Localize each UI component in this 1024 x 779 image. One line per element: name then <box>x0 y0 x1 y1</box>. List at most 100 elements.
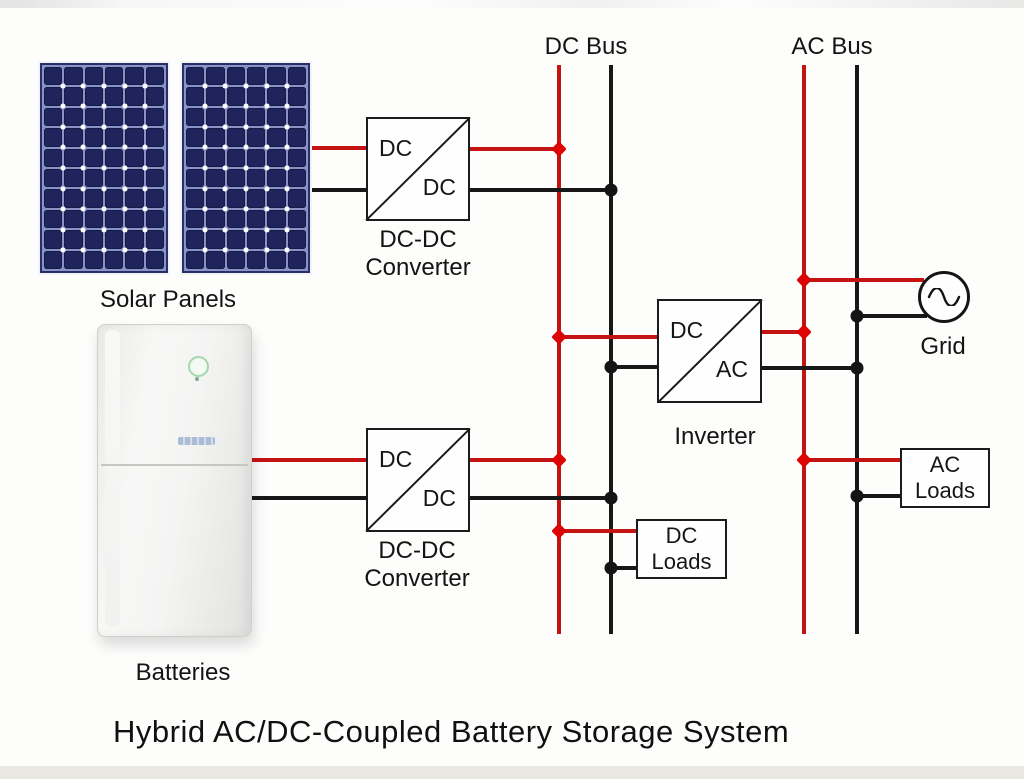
battery-seam <box>101 464 248 466</box>
solar-cell-dot <box>284 165 290 171</box>
solar-cell-dot <box>222 165 228 171</box>
solar-cell-dot <box>202 247 208 253</box>
solar-cell-dot <box>243 144 249 150</box>
converter-input-label: DC <box>379 135 413 161</box>
solar-cell <box>247 230 266 249</box>
solar-cell <box>84 209 103 229</box>
solar-cell-dot <box>101 144 107 150</box>
solar-cell-dot <box>264 247 270 253</box>
solar-cell-dot <box>142 124 148 130</box>
solar-cell-dot <box>122 103 128 109</box>
solar-cell <box>267 67 286 86</box>
solar-cell <box>186 189 205 208</box>
solar-cell <box>145 67 164 86</box>
solar-cell-dot <box>202 227 208 233</box>
converter-output-label: DC <box>422 174 456 200</box>
solar-cell <box>84 189 103 208</box>
junction-dot <box>604 491 618 505</box>
solar-cell <box>64 230 83 249</box>
solar-cell <box>206 128 225 147</box>
inverter-box: DC AC <box>656 298 763 404</box>
solar-cell <box>64 87 83 106</box>
solar-cell <box>267 148 286 167</box>
solar-cell-dot <box>243 247 249 253</box>
solar-cell <box>226 128 245 147</box>
solar-cell-dot <box>264 227 270 233</box>
wire-converter1-negative-out <box>469 188 613 192</box>
solar-cell-dot <box>142 247 148 253</box>
solar-cell <box>125 148 144 167</box>
solar-cell <box>44 107 63 127</box>
battery-led-dot-icon <box>195 377 199 381</box>
solar-cell <box>287 250 306 269</box>
solar-cell <box>145 250 164 269</box>
solar-cell <box>247 189 266 208</box>
solar-cell <box>44 209 63 229</box>
wire-ac-loads-neutral <box>857 494 901 498</box>
solar-cell <box>64 250 83 269</box>
solar-cell-dot <box>222 247 228 253</box>
junction-dot <box>850 361 864 375</box>
solar-cell <box>267 168 286 188</box>
solar-cell <box>64 168 83 188</box>
solar-cell <box>287 107 306 127</box>
solar-cell-dot <box>202 124 208 130</box>
sine-wave-icon <box>927 288 961 306</box>
wire-converter2-negative-out <box>469 496 613 500</box>
junction-dot <box>551 452 567 468</box>
solar-cell-dot <box>284 186 290 192</box>
solar-cell <box>145 209 164 229</box>
solar-cell-dot <box>284 227 290 233</box>
solar-cell <box>186 230 205 249</box>
solar-cell <box>247 168 266 188</box>
solar-cell-dot <box>122 144 128 150</box>
solar-cell <box>186 67 205 86</box>
solar-cell-dot <box>101 124 107 130</box>
diagram-title: Hybrid AC/DC-Coupled Battery Storage Sys… <box>113 714 790 749</box>
solar-cell <box>84 168 103 188</box>
solar-cell-dot <box>142 103 148 109</box>
solar-cell-dot <box>80 247 86 253</box>
solar-cell <box>44 67 63 86</box>
solar-cell <box>44 128 63 147</box>
solar-cell <box>44 87 63 106</box>
solar-cell-dot <box>264 144 270 150</box>
junction-dot <box>604 183 618 197</box>
solar-cell <box>145 107 164 127</box>
junction-dot <box>604 360 618 374</box>
solar-cell <box>145 168 164 188</box>
battery-highlight <box>105 330 120 626</box>
solar-cell <box>206 107 225 127</box>
solar-cell-dot <box>222 206 228 212</box>
solar-cell <box>226 148 245 167</box>
dc-bus-label: DC Bus <box>544 33 628 60</box>
solar-cell-dot <box>264 103 270 109</box>
solar-cell <box>84 87 103 106</box>
converter1-label-line1: DC-DC <box>379 226 457 253</box>
solar-cell <box>105 230 124 249</box>
solar-cell-dot <box>222 227 228 233</box>
solar-cell-dot <box>264 124 270 130</box>
solar-cell <box>287 230 306 249</box>
solar-cell <box>125 87 144 106</box>
solar-cell <box>44 148 63 167</box>
junction-dot <box>850 489 864 503</box>
solar-cell <box>105 250 124 269</box>
solar-cell <box>226 107 245 127</box>
solar-cell-dot <box>60 206 66 212</box>
wire-solar-positive-in <box>310 146 368 150</box>
junction-dot <box>796 272 812 288</box>
solar-cell-dot <box>122 165 128 171</box>
solar-cell-dot <box>60 247 66 253</box>
solar-cell-dot <box>80 124 86 130</box>
ac-bus-neutral-line <box>855 65 859 634</box>
batteries-label: Batteries <box>135 659 231 686</box>
solar-cell-dot <box>142 144 148 150</box>
solar-cell <box>125 128 144 147</box>
wire-converter2-positive-out <box>469 458 561 462</box>
wire-dc-loads-positive <box>559 529 637 533</box>
wire-converter1-positive-out <box>469 147 561 151</box>
solar-cell-dot <box>202 83 208 89</box>
wire-inverter-negative-in <box>611 365 659 369</box>
